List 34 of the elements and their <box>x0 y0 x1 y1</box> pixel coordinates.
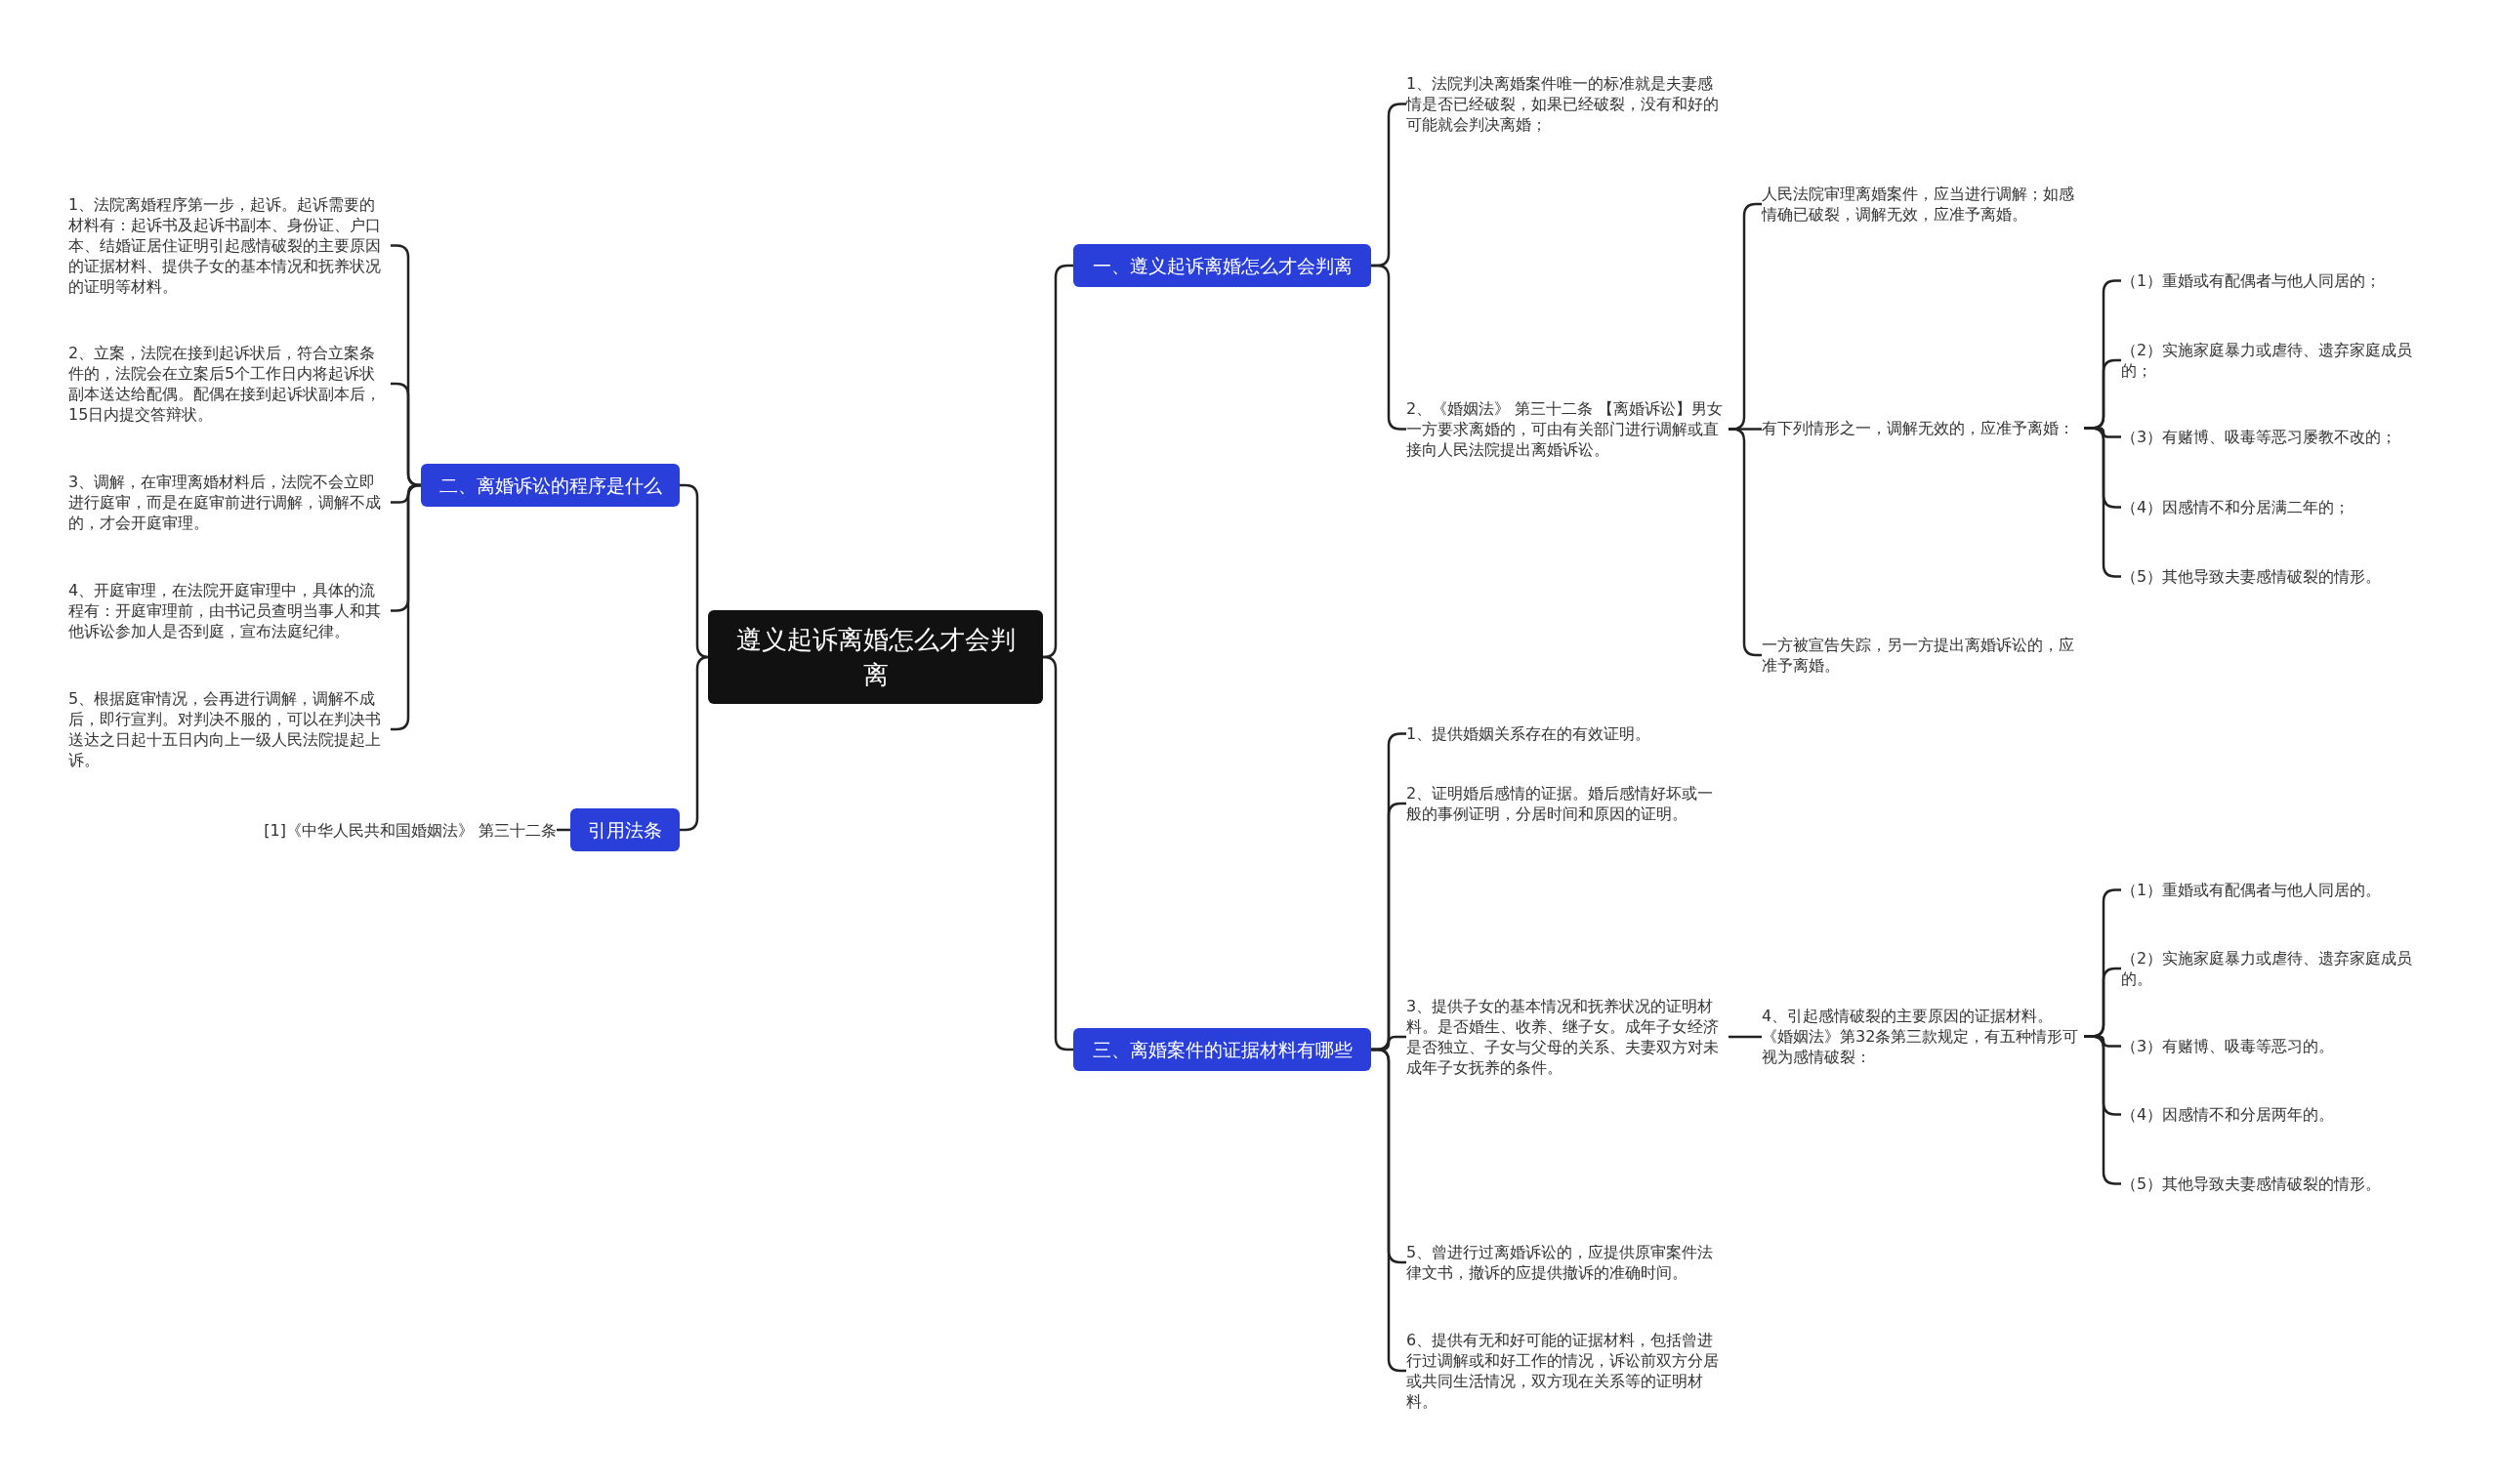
topic-text: （5）其他导致夫妻感情破裂的情形。 <box>2121 1174 2434 1194</box>
topic-text: 4、开庭审理，在法院开庭审理中，具体的流程有：开庭审理前，由书记员查明当事人和其他诉讼参加人是否到庭，宣布法庭纪律。 <box>68 580 391 641</box>
central-topic: 遵义起诉离婚怎么才会判离 <box>708 610 1043 704</box>
topic-text: 1、法院判决离婚案件唯一的标准就是夫妻感情是否已经破裂，如果已经破裂，没有和好的可能就会判决离婚； <box>1406 73 1729 135</box>
topic-text: （4）因感情不和分居两年的。 <box>2121 1104 2434 1125</box>
topic-text: （2）实施家庭暴力或虐待、遗弃家庭成员的； <box>2121 340 2434 381</box>
topic-text: 一方被宣告失踪，另一方提出离婚诉讼的，应准予离婚。 <box>1762 635 2084 676</box>
topic-text: 人民法院审理离婚案件，应当进行调解；如感情确已破裂，调解无效，应准予离婚。 <box>1762 184 2084 225</box>
topic-text: （3）有赌博、吸毒等恶习屡教不改的； <box>2121 427 2434 447</box>
topic-text: （2）实施家庭暴力或虐待、遗弃家庭成员的。 <box>2121 948 2434 989</box>
branch-topic: 一、遵义起诉离婚怎么才会判离 <box>1073 244 1371 287</box>
topic-text: （1）重婚或有配偶者与他人同居的； <box>2121 270 2434 291</box>
branch-topic: 二、离婚诉讼的程序是什么 <box>421 464 680 507</box>
topic-text: 1、法院离婚程序第一步，起诉。起诉需要的材料有：起诉书及起诉书副本、身份证、户口本、结婚证居住证明引起感情破裂的主要原因的证据材料、提供子女的基本情况和抚养状况的证明等材料。 <box>68 194 391 297</box>
topic-text: [1]《中华人民共和国婚姻法》 第三十二条 <box>223 820 557 841</box>
connector-line <box>1729 1035 1762 1039</box>
topic-text: 2、立案，法院在接到起诉状后，符合立案条件的，法院会在立案后5个工作日内将起诉状副本送达给配偶。配偶在接到起诉状副本后，15日内提交答辩状。 <box>68 343 391 425</box>
topic-text: 5、根据庭审情况，会再进行调解，调解不成后，即行宣判。对判决不服的，可以在判决书送达之日起十五日内向上一级人民法院提起上诉。 <box>68 688 391 770</box>
branch-topic: 引用法条 <box>570 808 680 851</box>
topic-text: 有下列情形之一，调解无效的，应准予离婚： <box>1762 418 2084 438</box>
topic-text: 3、调解，在审理离婚材料后，法院不会立即进行庭审，而是在庭审前进行调解，调解不成的，才会开庭审理。 <box>68 472 391 533</box>
topic-text: （3）有赌博、吸毒等恶习的。 <box>2121 1036 2434 1056</box>
topic-text: 5、曾进行过离婚诉讼的，应提供原审案件法律文书，撤诉的应提供撤诉的准确时间。 <box>1406 1242 1729 1283</box>
topic-text: （5）其他导致夫妻感情破裂的情形。 <box>2121 566 2434 587</box>
topic-text: 2、《婚姻法》 第三十二条 【离婚诉讼】男女一方要求离婚的，可由有关部门进行调解或直接向人民法院提出离婚诉讼。 <box>1406 398 1729 460</box>
topic-text: 2、证明婚后感情的证据。婚后感情好坏或一般的事例证明，分居时间和原因的证明。 <box>1406 783 1729 824</box>
connector-line <box>1042 655 1073 1051</box>
branch-topic: 三、离婚案件的证据材料有哪些 <box>1073 1028 1371 1071</box>
topic-text: 6、提供有无和好可能的证据材料，包括曾进行过调解或和好工作的情况，诉讼前双方分居或共同生活情况，双方现在关系等的证明材料。 <box>1406 1330 1729 1412</box>
topic-text: 4、引起感情破裂的主要原因的证据材料。《婚姻法》第32条第三款规定，有五种情形可视为感情破裂： <box>1762 1006 2084 1067</box>
topic-text: （1）重婚或有配偶者与他人同居的。 <box>2121 880 2434 900</box>
topic-text: 3、提供子女的基本情况和抚养状况的证明材料。是否婚生、收养、继子女。成年子女经济是否独立、子女与父母的关系、夫妻双方对未成年子女抚养的条件。 <box>1406 996 1729 1078</box>
topic-text: 1、提供婚姻关系存在的有效证明。 <box>1406 723 1729 744</box>
topic-text: （4）因感情不和分居满二年的； <box>2121 497 2434 517</box>
